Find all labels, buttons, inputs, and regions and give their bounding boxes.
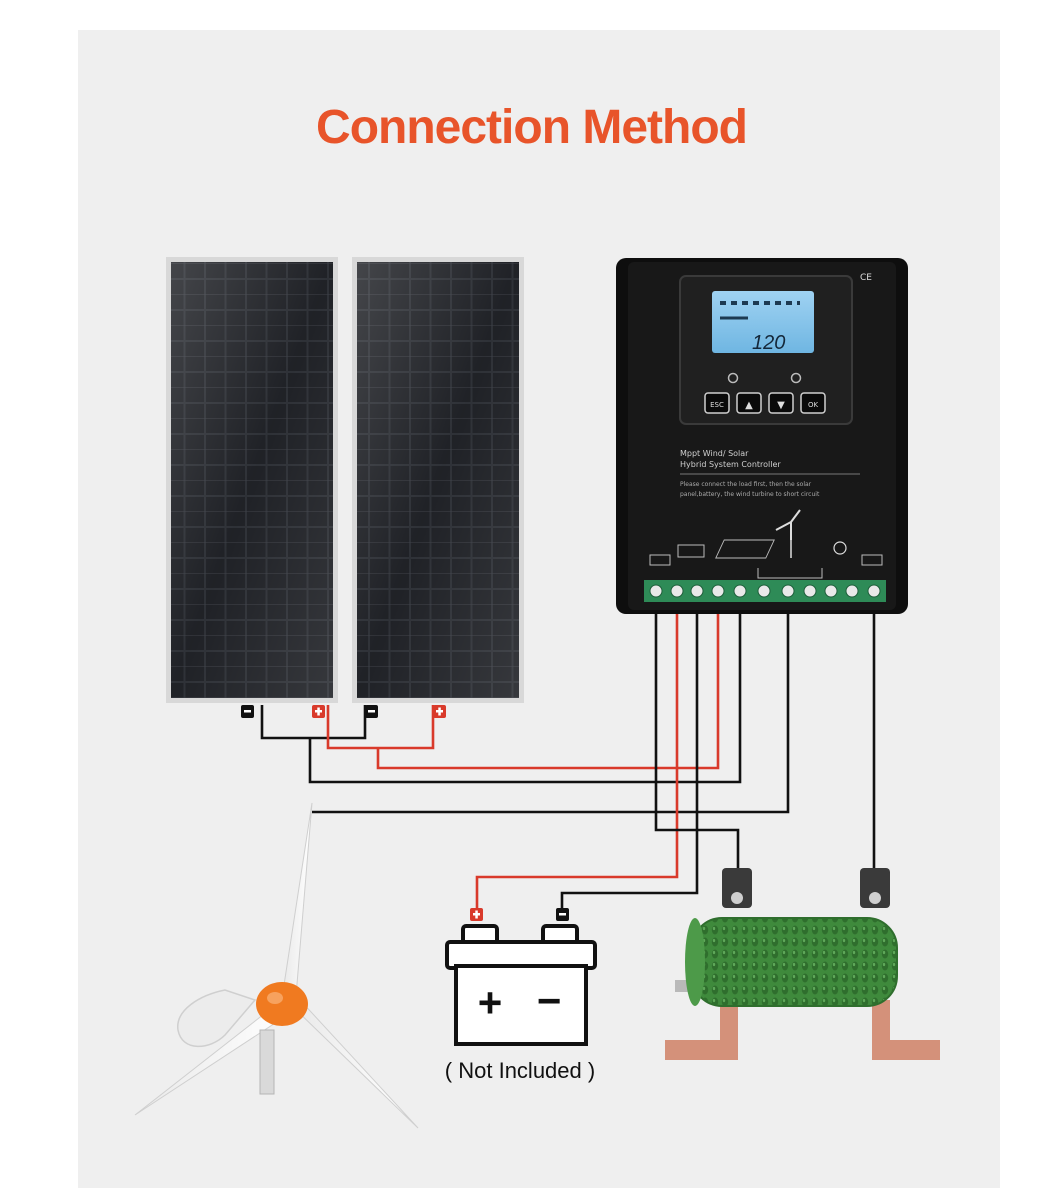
solar-panel-icon bbox=[166, 257, 338, 703]
ok-button bbox=[800, 392, 826, 414]
svg-text:▲: ▲ bbox=[745, 400, 753, 411]
lamp-icon bbox=[833, 541, 847, 555]
controller-warning-1: Please connect the load first, then the … bbox=[680, 481, 812, 488]
battery-not-included-note: ( Not Included ) bbox=[444, 1058, 596, 1083]
wind-turbine-icon bbox=[134, 802, 419, 1129]
ce-mark: CE bbox=[860, 273, 872, 283]
up-button bbox=[736, 392, 762, 414]
page-title: Connection Method bbox=[316, 101, 748, 154]
wiring bbox=[260, 612, 876, 912]
controller-label-1: Mppt Wind/ Solar bbox=[680, 449, 749, 458]
battery-icon: + − bbox=[445, 908, 597, 1046]
controller-warning-2: panel,battery, the wind turbine to short… bbox=[680, 491, 820, 498]
svg-text:▼: ▼ bbox=[777, 400, 785, 411]
esc-button bbox=[704, 392, 730, 414]
svg-text:ESC: ESC bbox=[710, 401, 724, 409]
solar-panel-icon bbox=[352, 257, 524, 703]
charge-controller-icon: 120 ESC ▲ ▼ OK CE Mppt Wind/ Solar Hybri… bbox=[616, 258, 908, 614]
lcd-value: 120 bbox=[752, 332, 785, 354]
battery-minus-sign: − bbox=[537, 977, 562, 1024]
panel-terminals bbox=[241, 705, 446, 718]
svg-text:OK: OK bbox=[808, 401, 819, 409]
dump-load-resistor-icon bbox=[665, 868, 940, 1060]
down-button bbox=[768, 392, 794, 414]
controller-label-2: Hybrid System Controller bbox=[680, 460, 781, 469]
battery-plus-sign: + bbox=[478, 979, 503, 1026]
